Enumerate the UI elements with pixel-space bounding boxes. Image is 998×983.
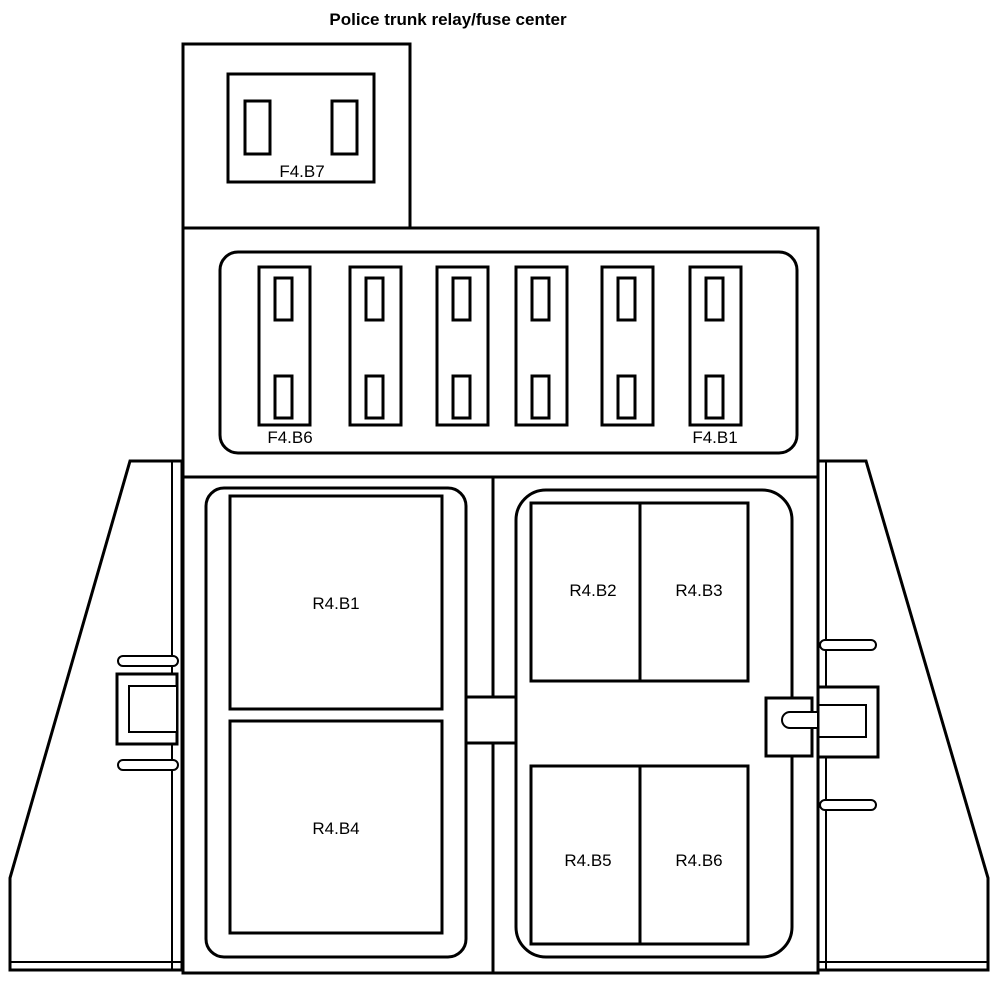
relay-label-r4b1: R4.B1 <box>312 594 359 613</box>
center-connector <box>464 695 520 745</box>
left-relay-panel: R4.B1 R4.B4 <box>204 486 468 959</box>
fuse-label-f4b1: F4.B1 <box>692 428 737 447</box>
relay-label-r4b6: R4.B6 <box>675 851 722 870</box>
relay-r4b1[interactable] <box>228 494 444 711</box>
relay-label-r4b2: R4.B2 <box>569 581 616 600</box>
relay-label-r4b3: R4.B3 <box>675 581 722 600</box>
diagram-title: Police trunk relay/fuse center <box>329 10 567 29</box>
relay-r4b5[interactable] <box>529 764 642 946</box>
relay-r4b2[interactable] <box>529 501 642 683</box>
fuse-slot-f4b1[interactable] <box>688 265 743 427</box>
right-side-flange <box>816 459 990 972</box>
relay-label-r4b5: R4.B5 <box>564 851 611 870</box>
fuse-slot[interactable] <box>435 265 490 427</box>
fuse-label-f4b6: F4.B6 <box>267 428 312 447</box>
fuse-slot[interactable] <box>600 265 655 427</box>
fuse-label-f4b7: F4.B7 <box>279 162 324 181</box>
fuse-slot-f4b6[interactable] <box>257 265 312 427</box>
fuse-slot[interactable] <box>514 265 569 427</box>
relay-label-r4b4: R4.B4 <box>312 819 359 838</box>
relay-r4b6[interactable] <box>638 764 750 946</box>
fuse-terminal <box>243 99 272 156</box>
relay-r4b3[interactable] <box>638 501 750 683</box>
fuse-terminal <box>330 99 359 156</box>
right-relay-panel: R4.B2 R4.B3 R4.B5 R4.B6 <box>514 488 794 959</box>
right-latch <box>764 696 819 758</box>
top-fuse-housing: F4.B7 <box>181 42 412 236</box>
fuse-slot[interactable] <box>348 265 403 427</box>
fuse-row: F4.B6 F4.B1 <box>218 250 799 455</box>
left-side-flange <box>8 459 184 972</box>
relay-r4b4[interactable] <box>228 719 444 935</box>
